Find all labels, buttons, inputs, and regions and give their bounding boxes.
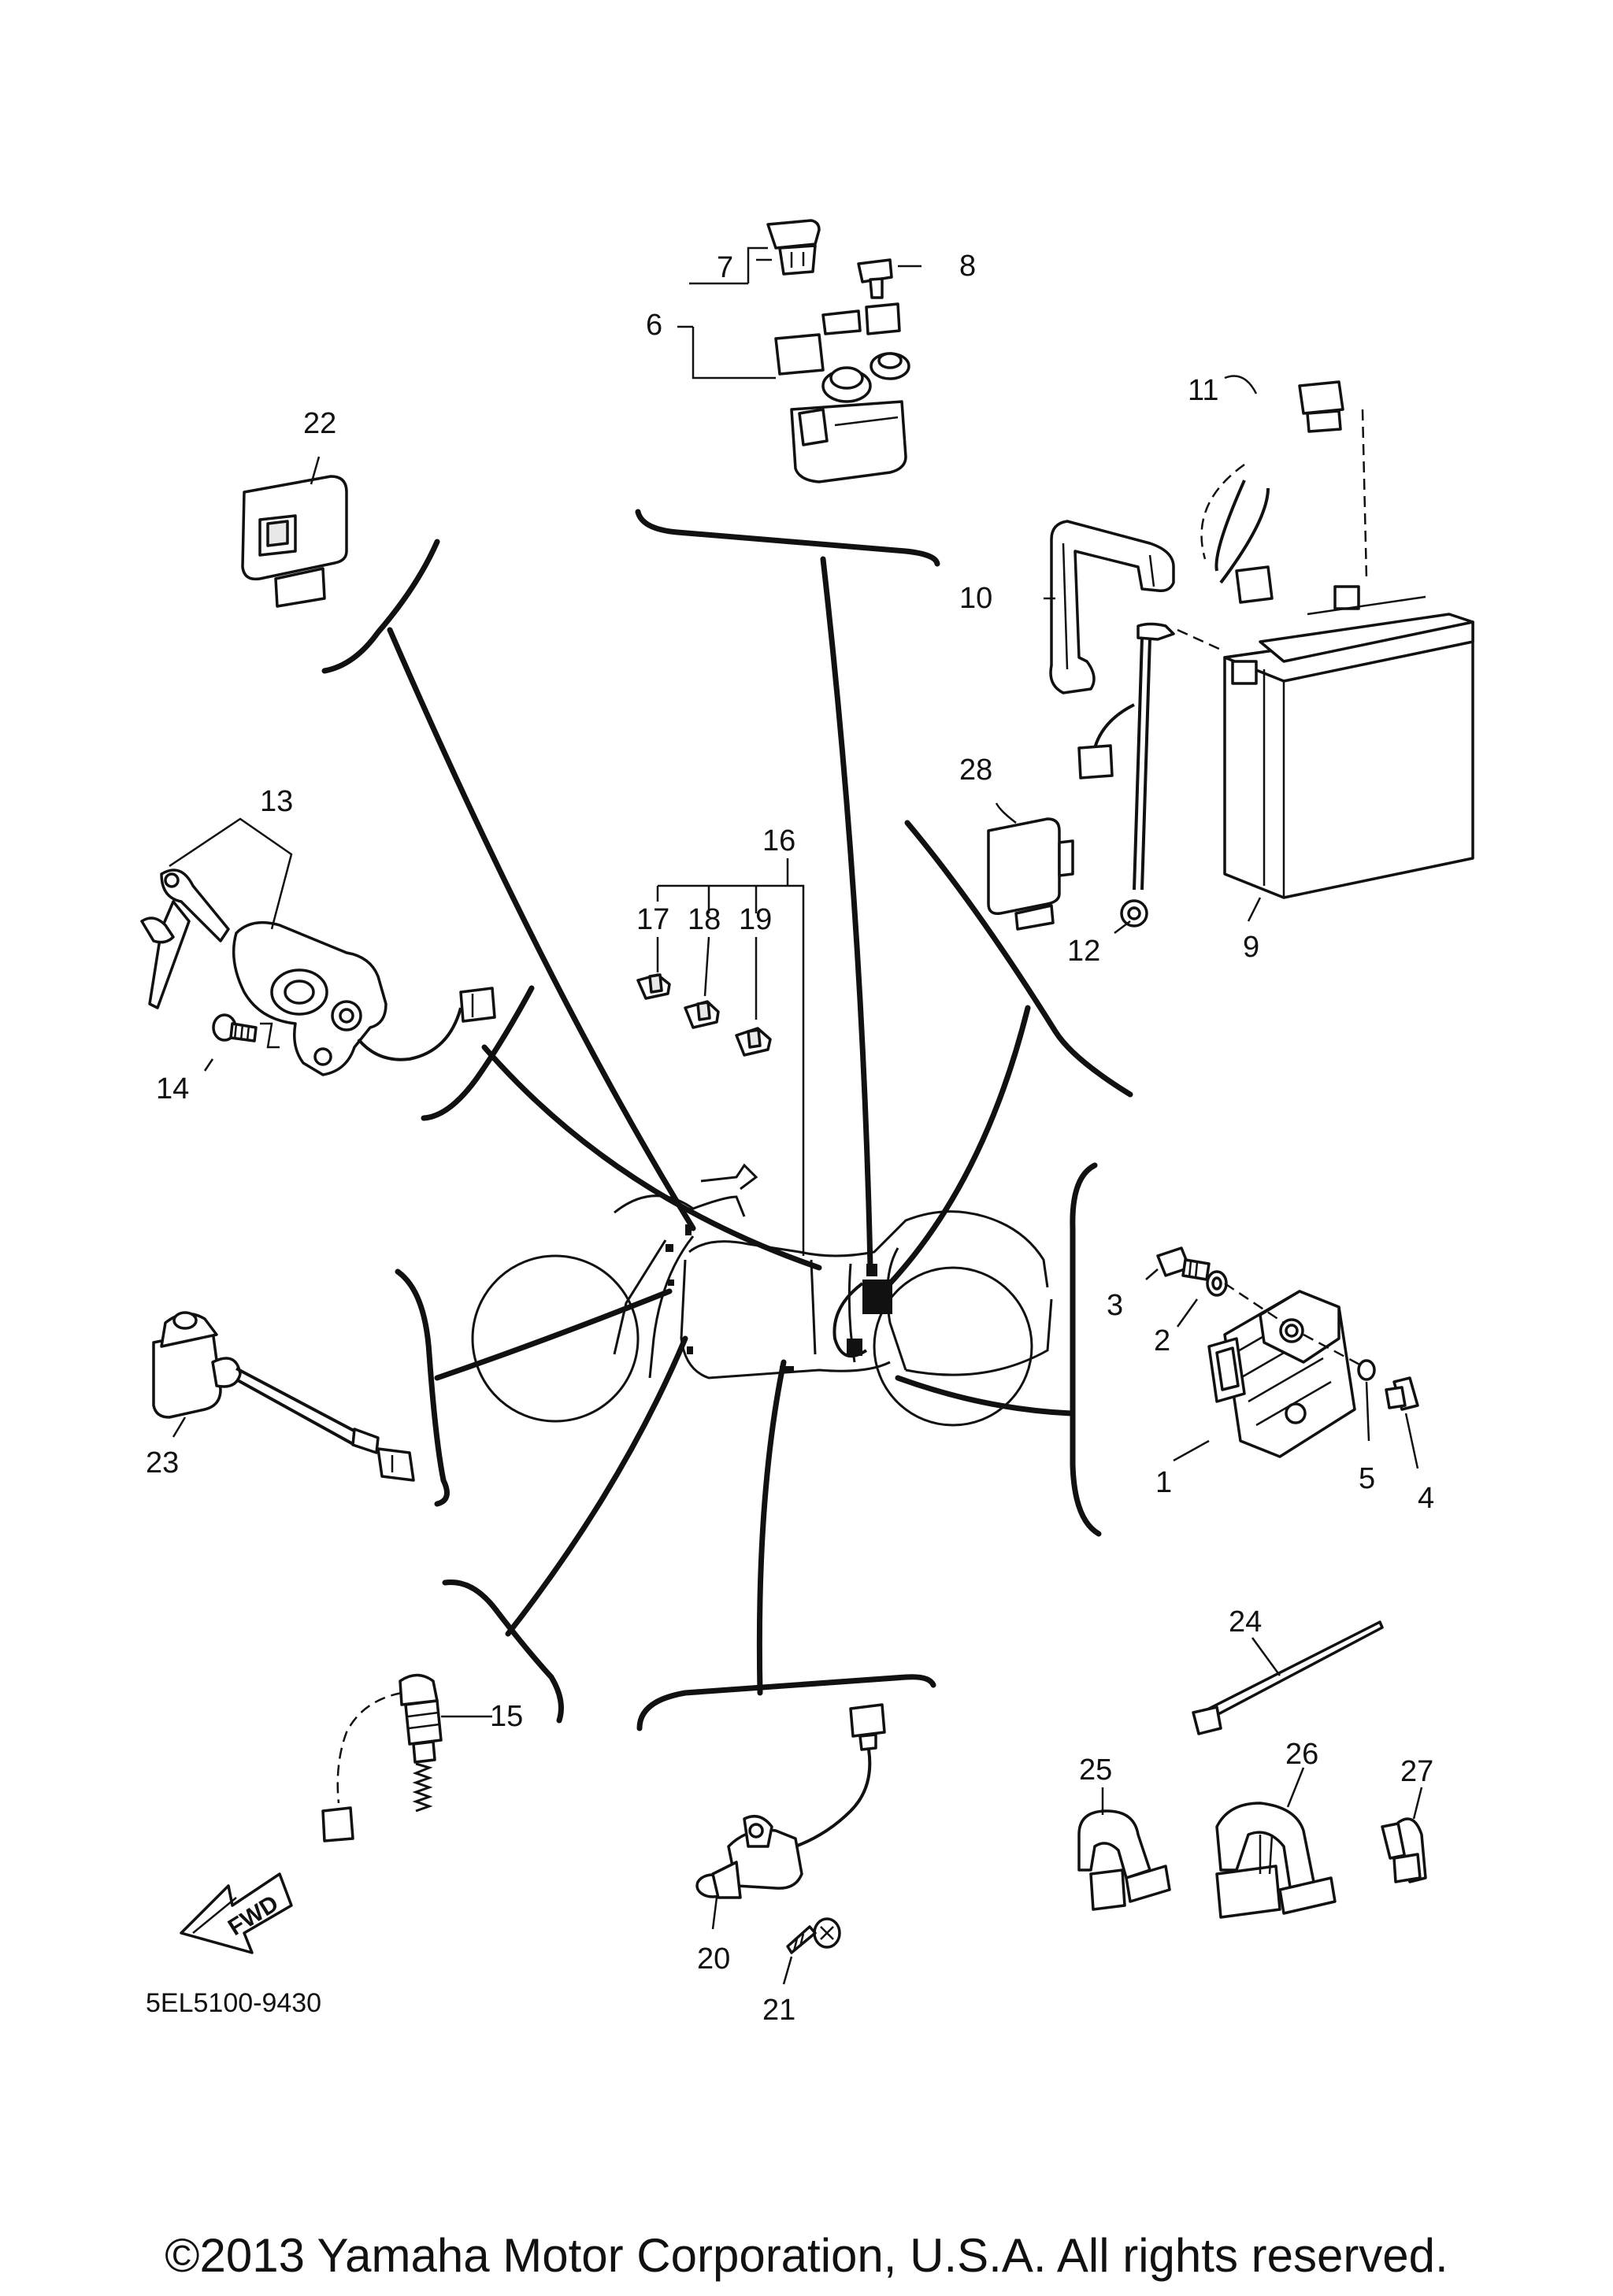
motorcycle-outline (471, 1163, 1053, 1427)
battery (1223, 585, 1474, 899)
callout-19: 19 (739, 903, 772, 936)
diagram-code: 5EL5100-9430 (146, 1988, 321, 2018)
clamp-25: 25 (1077, 1753, 1171, 1911)
group-leader-lines (387, 556, 1074, 1696)
callout-22: 22 (303, 407, 336, 440)
callout-26: 26 (1285, 1738, 1318, 1771)
callout-12: 12 (1067, 935, 1100, 968)
callout-7: 7 (717, 251, 733, 284)
sensor-20: 20 (695, 1703, 886, 1976)
battery-group: 9 10 11 12 (959, 374, 1474, 968)
starter-relay-group: 6 7 8 (646, 219, 976, 483)
nut-4 (1385, 1376, 1419, 1411)
washer-5 (1357, 1359, 1376, 1381)
screw-14 (212, 1013, 280, 1049)
battery-sub-lead (1200, 380, 1368, 604)
relay-28: 28 (959, 754, 1074, 931)
callout-6: 6 (646, 309, 662, 342)
callout-16: 16 (762, 824, 795, 857)
callout-17: 17 (636, 903, 669, 936)
clamp-27: 27 (1381, 1755, 1433, 1883)
group-bracket-arcs (321, 509, 1133, 1731)
callout-25: 25 (1079, 1753, 1112, 1787)
callout-27: 27 (1400, 1755, 1433, 1788)
callout-2: 2 (1154, 1324, 1170, 1357)
forward-arrow: FWD (180, 1872, 293, 1954)
callout-13: 13 (260, 785, 293, 818)
rectifier-group: 1 2 3 4 5 (1107, 1246, 1434, 1515)
callout-23: 23 (146, 1446, 179, 1479)
battery-minus-lead (1077, 622, 1222, 928)
cable-tie-24: 24 (1192, 1605, 1384, 1735)
callout-1: 1 (1155, 1466, 1172, 1499)
screw-21: 21 (762, 1917, 841, 2027)
callout-15: 15 (490, 1700, 523, 1733)
fuse (766, 219, 821, 276)
callout-5: 5 (1359, 1462, 1375, 1495)
callout-10: 10 (959, 582, 992, 615)
bolt (857, 258, 893, 299)
callout-18: 18 (688, 903, 721, 936)
relay-22: 22 (241, 407, 348, 608)
main-switch-body (232, 920, 496, 1076)
callout-14: 14 (156, 1072, 189, 1105)
bolt-3 (1156, 1246, 1211, 1281)
callout-28: 28 (959, 754, 992, 787)
callout-11: 11 (1188, 374, 1218, 407)
switch-15: 15 (321, 1673, 523, 1842)
clamp-26: 26 (1215, 1738, 1337, 1919)
starter-relay (774, 302, 910, 483)
callout-4: 4 (1418, 1482, 1434, 1515)
main-switch-group: 13 14 (140, 785, 496, 1105)
ignition-key (140, 868, 230, 1009)
rectifier-regulator (1207, 1290, 1356, 1458)
callout-8: 8 (959, 250, 976, 283)
washer-2 (1206, 1270, 1228, 1297)
callout-9: 9 (1243, 931, 1259, 964)
callout-24: 24 (1229, 1605, 1262, 1639)
copyright-notice: ©2013 Yamaha Motor Corporation, U.S.A. A… (165, 2229, 1448, 2282)
callout-3: 3 (1107, 1289, 1123, 1322)
fuse-group: 16 17 18 19 (636, 824, 805, 1256)
callout-21: 21 (762, 1994, 795, 2027)
battery-band (1049, 520, 1175, 694)
callout-20: 20 (697, 1942, 730, 1976)
sensor-23: 23 (146, 1311, 415, 1482)
